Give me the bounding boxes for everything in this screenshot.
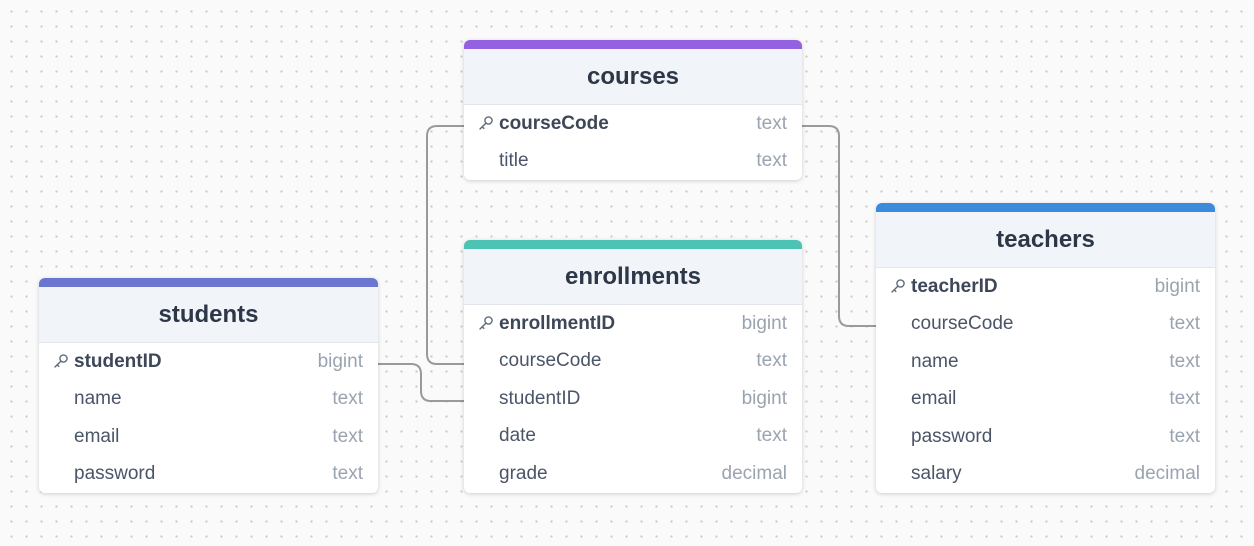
- table-title[interactable]: enrollments: [464, 249, 802, 305]
- field-row-email[interactable]: email text: [39, 418, 378, 456]
- table-color-bar: [464, 240, 802, 249]
- field-name: name: [911, 350, 959, 372]
- field-row-coursecode[interactable]: courseCode text: [464, 105, 802, 143]
- table-courses[interactable]: courses courseCode text title text: [464, 40, 802, 180]
- table-color-bar: [39, 278, 378, 287]
- table-title[interactable]: teachers: [876, 212, 1215, 268]
- field-row-name[interactable]: name text: [876, 343, 1215, 381]
- field-type: bigint: [741, 312, 787, 334]
- field-row-email[interactable]: email text: [876, 381, 1215, 419]
- field-name: name: [74, 388, 122, 410]
- connector-students-enrollments[interactable]: [378, 363, 464, 402]
- key-icon: [478, 115, 494, 131]
- table-students[interactable]: students studentID bigint name text emai…: [39, 278, 378, 493]
- field-row-enrollmentid[interactable]: enrollmentID bigint: [464, 305, 802, 343]
- field-type: text: [756, 150, 787, 172]
- field-type: text: [1169, 388, 1200, 410]
- connector-courses-teachers[interactable]: [802, 125, 876, 327]
- field-name: courseCode: [499, 350, 602, 372]
- table-title[interactable]: students: [39, 287, 378, 343]
- field-type: text: [756, 112, 787, 134]
- field-type: bigint: [1154, 275, 1200, 297]
- field-type: decimal: [1134, 463, 1200, 485]
- field-name: email: [74, 425, 120, 447]
- key-icon: [478, 315, 494, 331]
- field-name: password: [911, 425, 993, 447]
- key-icon: [890, 278, 906, 294]
- field-type: text: [1169, 425, 1200, 447]
- table-color-bar: [464, 40, 802, 49]
- field-row-studentid[interactable]: studentID bigint: [39, 343, 378, 381]
- key-icon: [53, 353, 69, 369]
- field-row-salary[interactable]: salary decimal: [876, 456, 1215, 494]
- field-name: enrollmentID: [499, 312, 616, 334]
- field-name: teacherID: [911, 275, 998, 297]
- field-type: bigint: [317, 350, 363, 372]
- field-row-coursecode[interactable]: courseCode text: [876, 306, 1215, 344]
- field-name: studentID: [499, 387, 581, 409]
- field-type: text: [1169, 313, 1200, 335]
- field-name: date: [499, 425, 536, 447]
- field-name: courseCode: [911, 313, 1014, 335]
- table-teachers[interactable]: teachers teacherID bigint courseCode tex…: [876, 203, 1215, 493]
- field-type: bigint: [741, 387, 787, 409]
- table-enrollments[interactable]: enrollments enrollmentID bigint courseCo…: [464, 240, 802, 493]
- field-type: text: [756, 350, 787, 372]
- field-type: text: [756, 425, 787, 447]
- field-name: salary: [911, 463, 962, 485]
- field-name: email: [911, 388, 957, 410]
- field-name: courseCode: [499, 112, 609, 134]
- field-name: password: [74, 463, 156, 485]
- field-row-date[interactable]: date text: [464, 418, 802, 456]
- field-type: text: [1169, 350, 1200, 372]
- field-name: title: [499, 150, 529, 172]
- field-row-name[interactable]: name text: [39, 381, 378, 419]
- field-type: text: [332, 463, 363, 485]
- table-title[interactable]: courses: [464, 49, 802, 105]
- field-type: text: [332, 388, 363, 410]
- field-row-coursecode[interactable]: courseCode text: [464, 343, 802, 381]
- field-row-teacherid[interactable]: teacherID bigint: [876, 268, 1215, 306]
- field-row-title[interactable]: title text: [464, 143, 802, 181]
- field-type: text: [332, 425, 363, 447]
- field-name: grade: [499, 462, 548, 484]
- field-row-grade[interactable]: grade decimal: [464, 455, 802, 493]
- connector-courses-enrollments[interactable]: [426, 125, 464, 365]
- field-row-password[interactable]: password text: [39, 456, 378, 494]
- field-type: decimal: [721, 462, 787, 484]
- field-row-studentid[interactable]: studentID bigint: [464, 380, 802, 418]
- table-color-bar: [876, 203, 1215, 212]
- field-name: studentID: [74, 350, 162, 372]
- field-row-password[interactable]: password text: [876, 418, 1215, 456]
